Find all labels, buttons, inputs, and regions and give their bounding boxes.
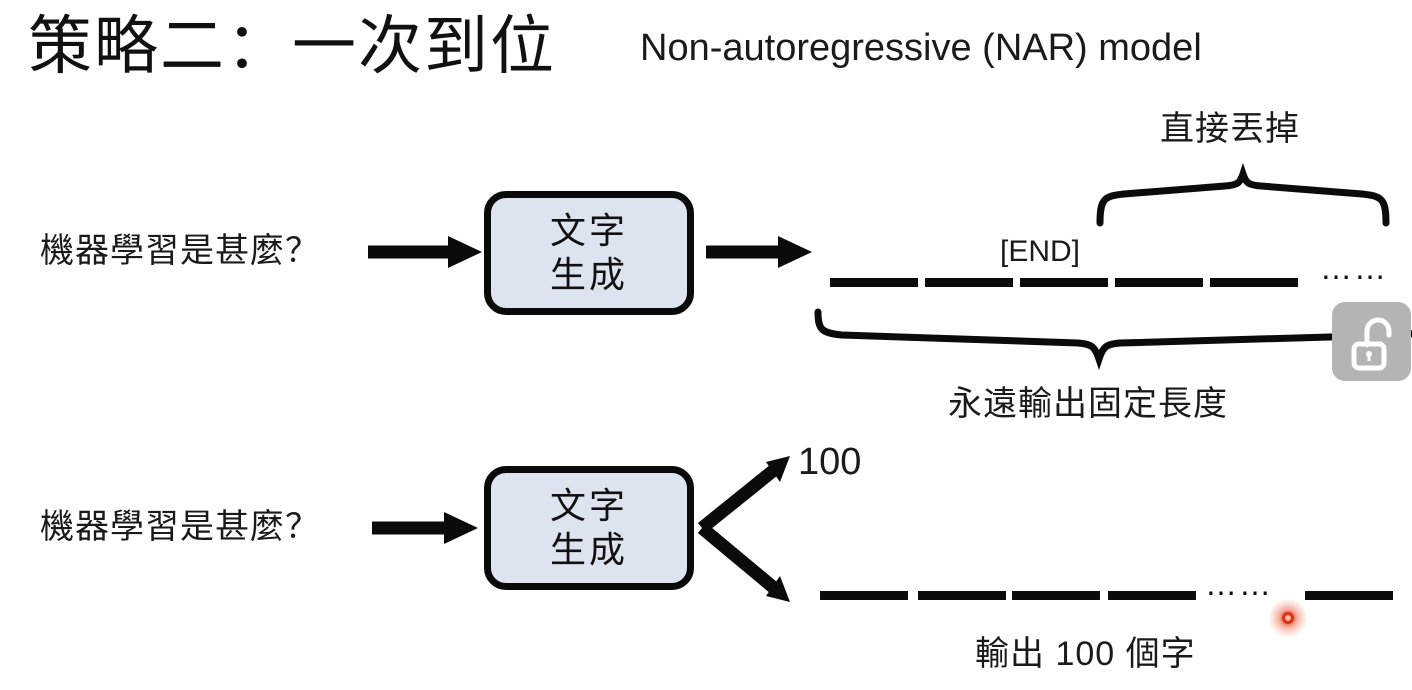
row1-end-token-label: [END] <box>1000 235 1081 268</box>
row2-length-arrow <box>697 456 790 534</box>
row1-output-arrow <box>706 236 812 268</box>
row2-input-arrow <box>372 512 478 544</box>
row2-model-box: 文字 生成 <box>484 466 694 590</box>
row1-dash-5 <box>1210 278 1298 287</box>
row2-prompt-text: 機器學習是甚麼？ <box>40 508 320 546</box>
row1-discard-label: 直接丟掉 <box>1160 110 1300 148</box>
row1-model-label-line1: 文字 <box>549 210 628 251</box>
row2-tokens-arrow <box>697 523 790 602</box>
row1-dash-4 <box>1115 278 1203 287</box>
page-title: 策略二：一次到位 <box>28 10 556 82</box>
row2-dash-5 <box>1305 591 1393 600</box>
row1-dash-3 <box>1020 278 1108 287</box>
row2-output-caption: 輸出 100 個字 <box>975 635 1196 673</box>
row1-dash-2 <box>925 278 1013 287</box>
unlock-icon <box>1351 317 1392 371</box>
row2-length-output-label: 100 <box>798 441 862 483</box>
row1-prompt-text: 機器學習是甚麼？ <box>40 232 320 270</box>
unlock-button[interactable] <box>1332 302 1411 381</box>
row2-model-label-line1: 文字 <box>549 485 628 526</box>
page-subtitle: Non-autoregressive (NAR) model <box>640 27 1202 69</box>
row1-input-arrow <box>368 236 482 268</box>
row2-dash-3 <box>1012 591 1100 600</box>
row1-ellipsis: …… <box>1320 250 1388 286</box>
row1-fixed-length-brace <box>814 308 1412 371</box>
row2-model-label-line2: 生成 <box>549 529 628 570</box>
row1-model-box: 文字 生成 <box>484 191 694 315</box>
row1-model-label-line2: 生成 <box>549 254 628 295</box>
row2-dash-1 <box>820 591 908 600</box>
row1-discard-brace <box>1096 162 1390 227</box>
cursor-pointer-dot <box>1269 599 1307 637</box>
row2-dash-4 <box>1108 591 1196 600</box>
row1-fixed-length-label: 永遠輸出固定長度 <box>948 385 1228 423</box>
row1-dash-1 <box>830 278 918 287</box>
row2-ellipsis: …… <box>1205 566 1273 602</box>
row2-dash-2 <box>918 591 1006 600</box>
